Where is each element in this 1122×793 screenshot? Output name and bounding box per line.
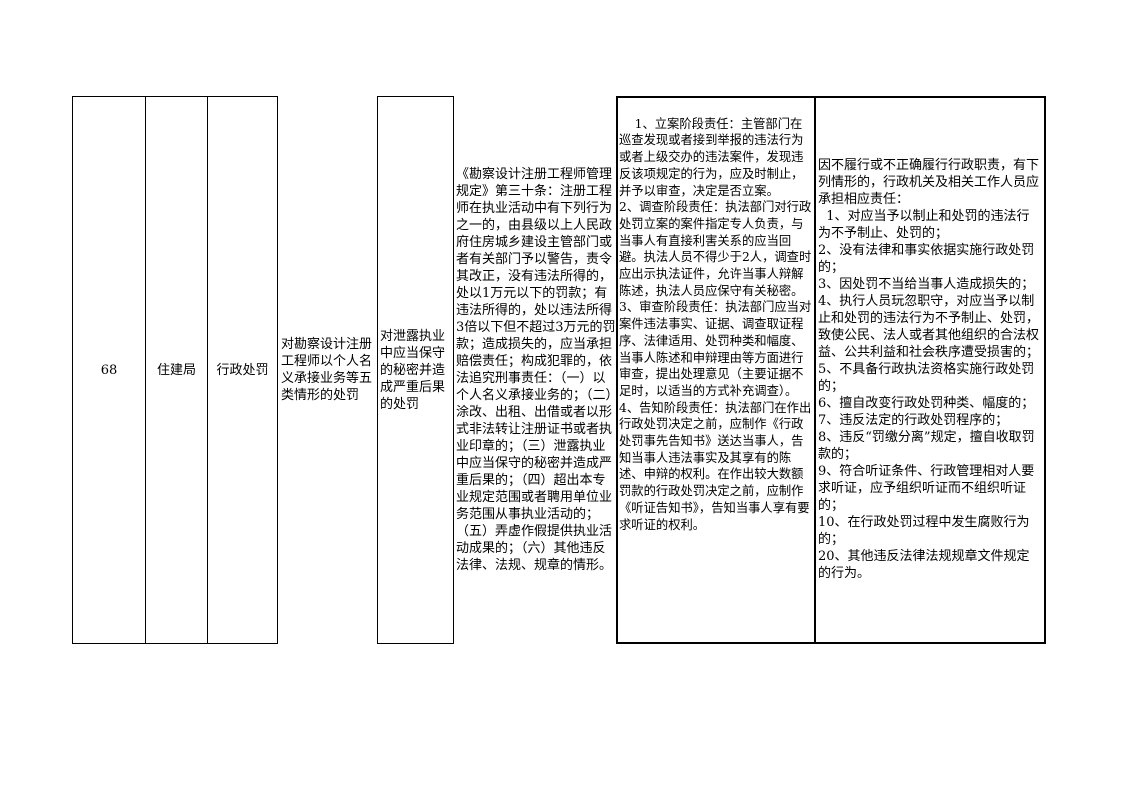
- col-border: [145, 96, 146, 644]
- department-name: 住建局: [156, 362, 196, 378]
- responsibilities-text: 1、立案阶段责任：主管部门在巡查发现或者接到举报的违法行为或者上级交办的违法案件…: [619, 116, 812, 532]
- col-border: [377, 96, 378, 644]
- power-type: 行政处罚: [216, 362, 269, 378]
- item-name: 对勘察设计注册工程师以个人名义承接业务等五类情形的处罚: [281, 337, 373, 403]
- table-top-border-right: [377, 96, 453, 97]
- table-bottom-border-right: [377, 643, 453, 644]
- cell-accountability: 因不履行或不正确履行行政职责，有下列情形的，行政机关及相关工作人员应承担相应责任…: [818, 97, 1042, 642]
- row-number: 68: [100, 362, 118, 378]
- cell-sub-item: 对泄露执业中应当保守的秘密并造成严重后果的处罚: [380, 97, 452, 643]
- cell-item-name: 对勘察设计注册工程师以个人名义承接业务等五类情形的处罚: [281, 97, 375, 643]
- cell-department: 住建局: [146, 97, 207, 643]
- table-bottom-border: [72, 643, 277, 644]
- table-bottom-border-last: [617, 642, 1045, 644]
- col-border: [453, 96, 454, 644]
- cell-legal-basis: 《勘察设计注册工程师管理规定》第三十条：注册工程师在执业活动中有下列行为之一的，…: [456, 97, 616, 643]
- accountability-text: 因不履行或不正确履行行政职责，有下列情形的，行政机关及相关工作人员应承担相应责任…: [818, 158, 1040, 581]
- table-top-border: [72, 96, 277, 97]
- sub-item-name: 对泄露执业中应当保守的秘密并造成严重后果的处罚: [380, 328, 446, 412]
- col-border: [814, 96, 816, 644]
- col-border: [277, 96, 278, 644]
- col-border: [207, 96, 208, 644]
- cell-responsibilities: 1、立案阶段责任：主管部门在巡查发现或者接到举报的违法行为或者上级交办的违法案件…: [619, 97, 813, 642]
- col-border: [616, 96, 618, 644]
- cell-power-type: 行政处罚: [208, 97, 277, 643]
- cell-number: 68: [73, 97, 145, 643]
- col-border: [1044, 96, 1046, 644]
- col-border: [72, 96, 73, 644]
- table-top-border-last: [617, 96, 1045, 98]
- legal-basis-text: 《勘察设计注册工程师管理规定》第三十条：注册工程师在执业活动中有下列行为之一的，…: [456, 167, 616, 573]
